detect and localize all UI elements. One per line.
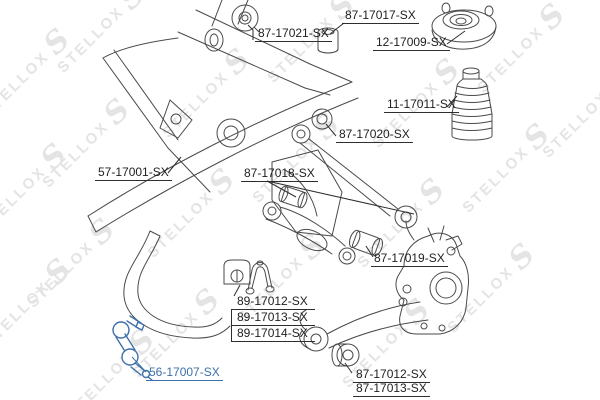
subframe-top-bushing-drawing	[317, 27, 339, 54]
shock-boot-drawing	[451, 67, 493, 141]
part-label-87-17020-sx[interactable]: 87-17020-SX	[336, 128, 413, 143]
leader-lines	[131, 22, 466, 374]
part-label-56-17007-sx-selected[interactable]: 56-17007-SX	[146, 366, 223, 381]
part-label-57-17001-sx[interactable]: 57-17001-SX	[95, 166, 172, 181]
part-label-89-17014-sx[interactable]: 89-17014-SX	[231, 326, 315, 342]
subframe-front-bushing-drawing	[231, 4, 260, 33]
stabilizer-link-drawing[interactable]	[112, 315, 153, 381]
trailing-arm-bushing-drawing	[331, 343, 360, 367]
subframe-drawing	[87, 0, 359, 237]
part-label-87-17021-sx[interactable]: 87-17021-SX	[255, 27, 332, 42]
stabilizer-bushing-drawing	[223, 259, 275, 295]
part-label-11-17011-sx[interactable]: 11-17011-SX	[384, 98, 459, 113]
part-label-87-17018-sx[interactable]: 87-17018-SX	[241, 167, 318, 182]
part-label-87-17012-sx[interactable]: 87-17012-SX	[353, 368, 430, 383]
upper-arm-bushing-drawing	[311, 108, 333, 130]
arm-bushing-drawing	[278, 185, 308, 209]
part-label-87-17017-sx[interactable]: 87-17017-SX	[342, 9, 419, 24]
part-label-12-17009-sx[interactable]: 12-17009-SX	[373, 36, 450, 51]
part-label-87-17013-sx[interactable]: 87-17013-SX	[353, 382, 430, 397]
part-label-89-17012-sx[interactable]: 89-17012-SX	[231, 294, 315, 310]
knuckle-drawing	[395, 220, 469, 335]
part-label-89-17013-sx[interactable]: 89-17013-SX	[231, 310, 315, 326]
camber-arm-drawing	[262, 201, 356, 265]
stabilizer-bushing-label-stack: 89-17012-SX 89-17013-SX 89-17014-SX	[231, 294, 315, 342]
upper-arm-drawing	[291, 124, 418, 229]
part-label-87-17019-sx[interactable]: 87-17019-SX	[371, 252, 448, 267]
trailing-arm-drawing	[299, 301, 429, 352]
strut-mount-drawing	[431, 2, 497, 50]
camber-arm-bushing-drawing	[348, 229, 384, 257]
